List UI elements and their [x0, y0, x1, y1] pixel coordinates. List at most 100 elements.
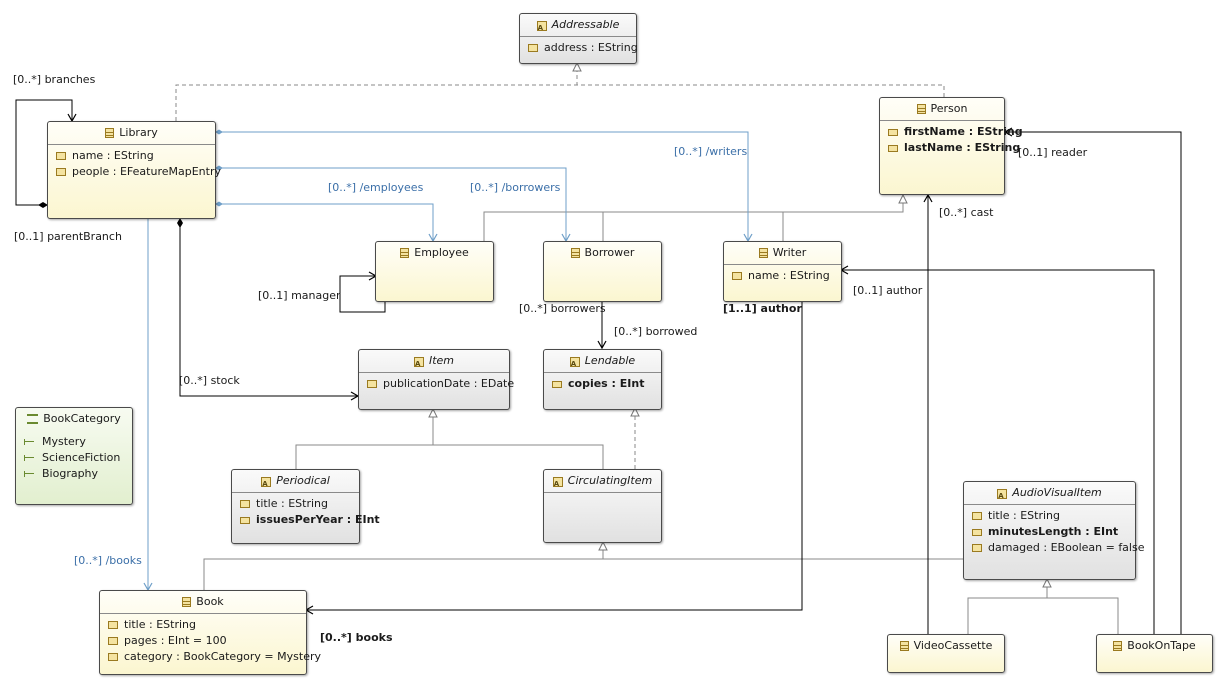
class-icon — [570, 248, 580, 258]
label-books-derived: [0..*] /books — [74, 554, 142, 567]
attribute-row[interactable]: damaged : EBoolean = false — [964, 540, 1144, 556]
label-branches: [0..*] branches — [13, 73, 96, 86]
borrowers-derived-reference — [215, 165, 571, 243]
person-implements-addressable — [572, 61, 945, 97]
reader-reference — [1003, 127, 1182, 634]
branches-loop — [15, 99, 77, 208]
class-name: Employee — [414, 246, 469, 259]
enum-name: BookCategory — [43, 412, 121, 425]
label-manager: [0..1] manager — [258, 289, 341, 302]
book-inherits-circulating — [203, 540, 608, 590]
abstract-class-icon — [552, 473, 563, 495]
many-attribute-icon — [56, 168, 66, 176]
stock-reference — [177, 218, 360, 401]
attribute-icon — [108, 621, 118, 629]
class-name: Writer — [772, 246, 807, 259]
required-attribute-icon — [888, 128, 898, 136]
label-reader: [0..1] reader — [1018, 146, 1088, 159]
attribute-row[interactable]: title : EString — [232, 496, 359, 512]
class-name: Library — [119, 126, 158, 139]
attribute-row[interactable]: title : EString — [100, 617, 306, 633]
class-icon — [400, 248, 410, 258]
attribute-icon — [56, 152, 66, 160]
class-library[interactable]: Library name : EString people : EFeature… — [47, 121, 221, 219]
class-borrower[interactable]: Borrower — [543, 241, 662, 302]
attribute-row[interactable]: publicationDate : EDate — [359, 376, 514, 392]
periodical-inherits-item — [295, 407, 438, 469]
attribute-row[interactable]: minutesLength : EInt — [964, 524, 1135, 540]
label-author-required: [1..1] author — [723, 302, 802, 315]
class-person[interactable]: Person firstName : EString lastName : ES… — [879, 97, 1023, 195]
class-bookontape[interactable]: BookOnTape — [1096, 634, 1213, 673]
class-book[interactable]: Book title : EString pages : EInt = 100 … — [99, 590, 321, 675]
label-books: [0..*] books — [320, 631, 393, 644]
class-name: Borrower — [584, 246, 635, 259]
attribute-icon — [732, 272, 742, 280]
bookontape-author-reference — [839, 265, 1155, 634]
class-circulatingitem[interactable]: CirculatingItem — [543, 469, 662, 543]
attribute-icon — [972, 544, 982, 552]
enum-literal[interactable]: ScienceFiction — [16, 450, 132, 466]
class-name: VideoCassette — [913, 639, 993, 652]
class-item[interactable]: Item publicationDate : EDate — [358, 349, 514, 410]
attribute-row[interactable]: title : EString — [964, 508, 1135, 524]
attribute-row[interactable]: category : BookCategory = Mystery — [100, 649, 321, 665]
attribute-icon — [528, 44, 538, 52]
label-employees: [0..*] /employees — [328, 181, 424, 194]
attribute-icon — [108, 637, 118, 645]
circulating-inherits-item — [433, 444, 604, 469]
attribute-row[interactable]: pages : EInt = 100 — [100, 633, 306, 649]
abstract-class-icon — [536, 17, 547, 39]
attribute-row[interactable]: issuesPerYear : EInt — [232, 512, 380, 528]
label-borrowed: [0..*] borrowed — [614, 325, 698, 338]
class-icon — [1113, 641, 1123, 651]
label-cast: [0..*] cast — [939, 206, 994, 219]
label-parent-branch: [0..1] parentBranch — [14, 230, 122, 243]
class-name: Person — [930, 102, 968, 115]
attribute-row[interactable]: people : EFeatureMapEntry — [48, 164, 221, 180]
class-name: Item — [428, 354, 455, 367]
class-employee[interactable]: Employee — [375, 241, 494, 302]
class-name: Addressable — [551, 18, 620, 31]
required-attribute-icon — [552, 380, 562, 388]
enum-literal[interactable]: Biography — [16, 466, 132, 482]
class-addressable[interactable]: Addressable address : EString — [519, 13, 638, 64]
attribute-icon — [240, 500, 250, 508]
class-name: Book — [196, 595, 224, 608]
abstract-class-icon — [997, 485, 1008, 507]
label-borrowers-derived: [0..*] /borrowers — [470, 181, 561, 194]
author-books-reference — [304, 293, 807, 615]
class-writer[interactable]: Writer name : EString — [723, 241, 842, 302]
class-icon — [758, 248, 768, 258]
attribute-row[interactable]: name : EString — [724, 268, 841, 284]
required-attribute-icon — [972, 528, 982, 536]
class-audiovisualitem[interactable]: AudioVisualItem title : EString minutesL… — [963, 481, 1144, 580]
attribute-icon — [367, 380, 377, 388]
attribute-row[interactable]: lastName : EString — [880, 140, 1020, 156]
attribute-row[interactable]: copies : EInt — [544, 376, 661, 392]
class-icon — [105, 128, 115, 138]
literal-icon — [24, 455, 36, 461]
attribute-row[interactable]: address : EString — [520, 40, 638, 56]
enum-bookcategory[interactable]: BookCategory Mystery ScienceFiction Biog… — [15, 407, 133, 505]
enum-literal[interactable]: Mystery — [16, 434, 132, 450]
label-author-optional: [0..1] author — [853, 284, 923, 297]
class-periodical[interactable]: Periodical title : EString issuesPerYear… — [231, 469, 380, 544]
attribute-row[interactable]: name : EString — [48, 148, 215, 164]
class-lendable[interactable]: Lendable copies : EInt — [543, 349, 662, 410]
label-writers: [0..*] /writers — [674, 145, 748, 158]
class-icon — [899, 641, 909, 651]
class-videocassette[interactable]: VideoCassette — [887, 634, 1005, 673]
employee-inherits-person — [483, 193, 908, 241]
attribute-icon — [108, 653, 118, 661]
class-name: CirculatingItem — [567, 474, 653, 487]
literal-icon — [24, 471, 36, 477]
attribute-row[interactable]: firstName : EString — [880, 124, 1023, 140]
label-borrowers: [0..*] borrowers — [519, 302, 606, 315]
abstract-class-icon — [413, 353, 424, 375]
interface-icon — [569, 353, 580, 375]
library-implements-addressable — [175, 84, 577, 121]
class-name: Periodical — [276, 474, 330, 487]
class-icon — [182, 597, 192, 607]
